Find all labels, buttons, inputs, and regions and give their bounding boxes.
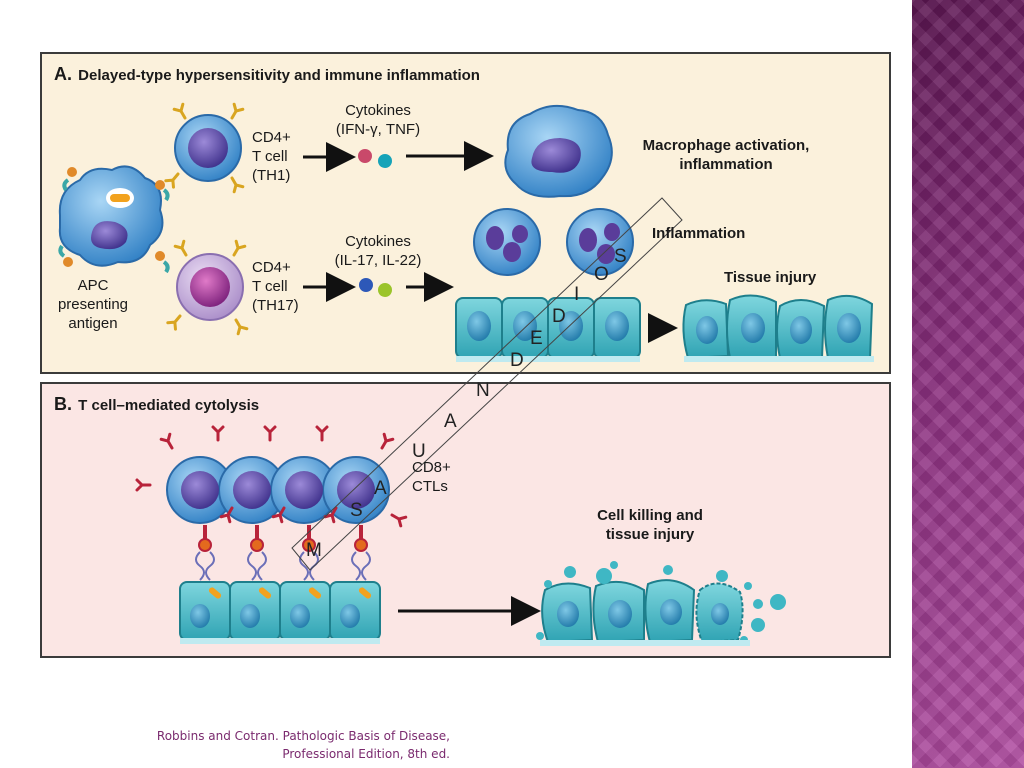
cytokines-2-label: Cytokines (IL-17, IL-22)	[314, 232, 442, 270]
citation-line-2: Professional Edition, 8th ed.	[282, 747, 450, 761]
th1-label-line-1: CD4+	[252, 129, 291, 146]
cell-killing-label-line-2: tissue injury	[605, 526, 695, 543]
cytokine-dot-green	[378, 283, 392, 297]
watermark-letter: A	[444, 411, 457, 432]
ctl-cells	[135, 425, 408, 528]
cytokines-2-line-2: (IL-17, IL-22)	[334, 252, 422, 269]
ctl-label: CD8+ CTLs	[412, 458, 451, 496]
inflammation-label: Inflammation	[652, 225, 746, 242]
apc-label: APC presenting antigen	[50, 276, 136, 333]
apc-label-line-2: presenting	[57, 296, 129, 313]
th1-label-line-2: T cell	[252, 148, 288, 165]
decorative-sidebar	[912, 0, 1024, 768]
panel-a-letter: A.	[54, 64, 72, 84]
th1-label-line-3: (TH1)	[252, 167, 291, 184]
th17-label-line-3: (TH17)	[252, 297, 299, 314]
epithelium-intact	[455, 297, 641, 362]
macrophage-label-line-2: inflammation	[679, 156, 773, 173]
cell-killing-label-line-1: Cell killing and	[597, 507, 703, 524]
watermark-letter: M	[306, 540, 322, 561]
apc-label-line-3: antigen	[68, 315, 118, 332]
neutrophil-1	[473, 208, 541, 276]
neutrophil-2	[566, 208, 634, 276]
th17-label: CD4+ T cell (TH17)	[252, 258, 299, 315]
th17-cell	[166, 239, 249, 336]
cytokines-1-line-1: Cytokines	[345, 102, 411, 119]
watermark-letter: O	[594, 264, 609, 285]
ctl-target-contacts	[195, 525, 371, 581]
th17-label-line-1: CD4+	[252, 259, 291, 276]
th1-cell	[164, 102, 245, 194]
citation: Robbins and Cotran. Pathologic Basis of …	[120, 727, 450, 763]
ctl-label-line-1: CD8+	[412, 459, 451, 476]
macrophage-label: Macrophage activation, inflammation	[616, 136, 836, 174]
th17-label-line-2: T cell	[252, 278, 288, 295]
cytokines-2-line-1: Cytokines	[345, 233, 411, 250]
cytokine-dot-teal	[378, 154, 392, 168]
watermark-frame	[291, 197, 683, 571]
damaged-cells	[536, 561, 786, 646]
citation-line-1: Robbins and Cotran. Pathologic Basis of …	[156, 729, 450, 743]
panel-a-title: A. Delayed-type hypersensitivity and imm…	[54, 64, 480, 85]
cytokines-1-line-2: (IFN-γ, TNF)	[335, 121, 421, 138]
watermark-letter: I	[574, 284, 580, 305]
apc-label-line-1: APC	[77, 277, 109, 294]
macrophage-label-line-1: Macrophage activation,	[642, 137, 810, 154]
panel-b-letter: B.	[54, 394, 72, 414]
th1-label: CD4+ T cell (TH1)	[252, 128, 291, 185]
panel-b-title-text: T cell–mediated cytolysis	[78, 397, 260, 414]
ctl-label-line-2: CTLs	[412, 478, 448, 495]
watermark-letter: D	[510, 350, 524, 371]
tissue-injury-label: Tissue injury	[724, 269, 817, 286]
cytokine-dot-red	[358, 149, 372, 163]
watermark-letter: A	[374, 478, 387, 499]
watermark-letter: E	[530, 328, 543, 349]
target-epithelium	[179, 581, 381, 644]
watermark-letter: N	[476, 380, 490, 401]
watermark-letter: U	[412, 441, 426, 462]
panel-b-title: B. T cell–mediated cytolysis	[54, 394, 259, 415]
cytokines-1-label: Cytokines (IFN-γ, TNF)	[316, 101, 440, 139]
epithelium-injured	[682, 294, 874, 362]
panel-a-title-text: Delayed-type hypersensitivity and immune…	[78, 67, 480, 84]
cytokine-dot-blue	[359, 278, 373, 292]
watermark-letter: S	[614, 246, 627, 267]
apc-cell	[58, 165, 170, 274]
watermark-letter: D	[552, 306, 566, 327]
watermark-letter: S	[350, 500, 363, 521]
activated-macrophage	[504, 104, 613, 198]
cell-killing-label: Cell killing and tissue injury	[570, 506, 730, 544]
